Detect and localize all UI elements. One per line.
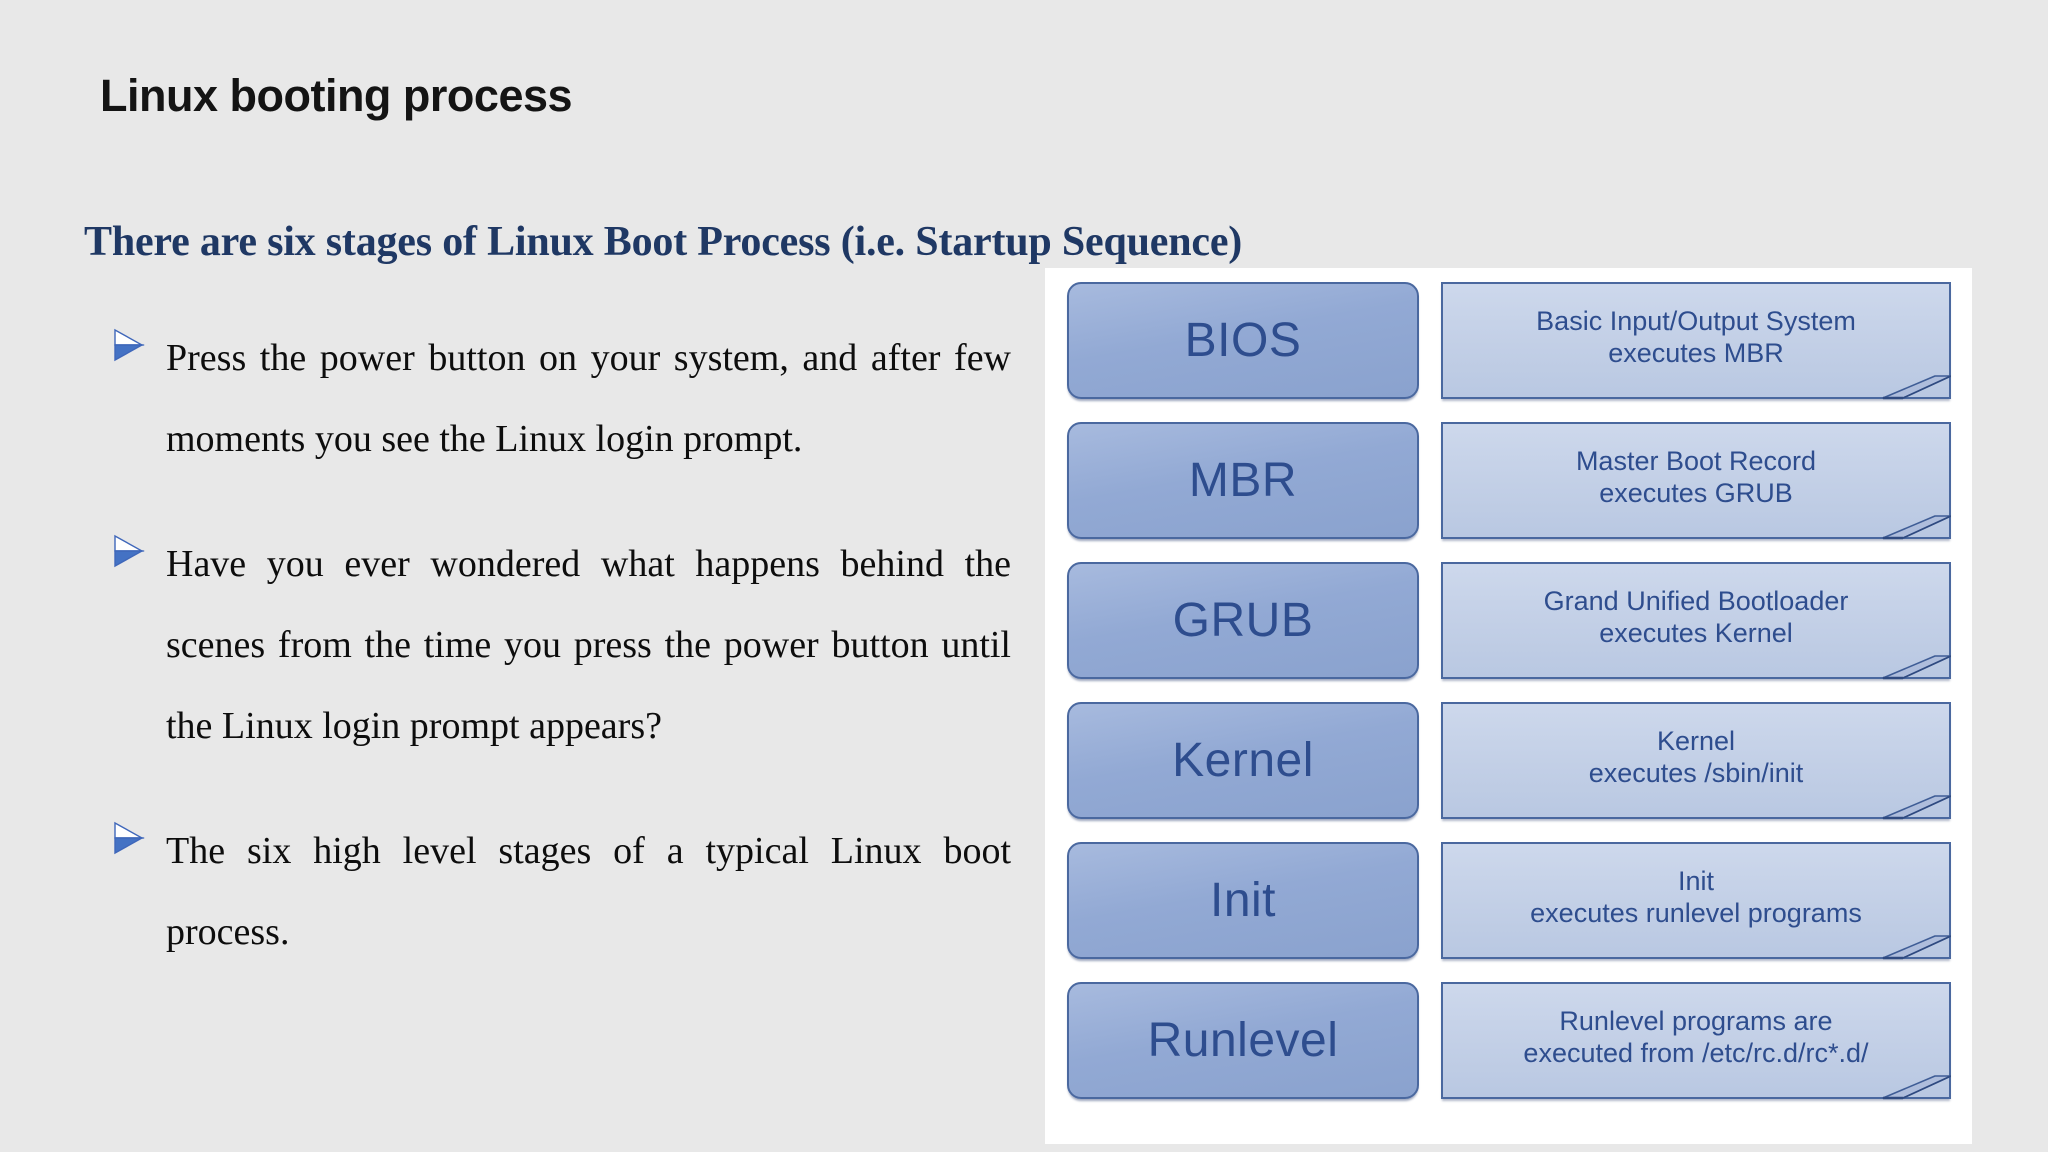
arrow-bullet-icon <box>106 817 148 859</box>
folded-corner-icon <box>1882 655 1951 680</box>
stage-box-mbr: MBR <box>1067 422 1419 539</box>
note-box-bios: Basic Input/Output System executes MBR <box>1441 282 1951 400</box>
note-box-init: Init executes runlevel programs <box>1441 842 1951 960</box>
stage-box-kernel: Kernel <box>1067 702 1419 819</box>
diagram-rows: BIOS Basic Input/Output System executes … <box>1067 282 1951 1122</box>
folded-corner-icon <box>1882 795 1951 820</box>
note-text: Kernel executes /sbin/init <box>1588 725 1804 788</box>
linux-boot-sequence-diagram: BIOS Basic Input/Output System executes … <box>1045 268 1972 1144</box>
note-text: Runlevel programs are executed from /etc… <box>1523 1005 1869 1068</box>
stage-label: MBR <box>1188 453 1298 507</box>
list-item: The six high level stages of a typical L… <box>104 811 1011 973</box>
stage-label: Init <box>1209 873 1277 927</box>
note-text: Init executes runlevel programs <box>1530 865 1862 928</box>
list-item: Press the power button on your system, a… <box>104 318 1011 480</box>
diagram-row-bios: BIOS Basic Input/Output System executes … <box>1067 282 1951 400</box>
list-item-text: The six high level stages of a typical L… <box>166 830 1011 953</box>
diagram-row-kernel: Kernel Kernel executes /sbin/init <box>1067 702 1951 820</box>
diagram-row-runlevel: Runlevel Runlevel programs are executed … <box>1067 982 1951 1100</box>
list-item-text: Have you ever wondered what happens behi… <box>166 543 1011 747</box>
stage-label: BIOS <box>1184 313 1302 367</box>
note-text: Basic Input/Output System executes MBR <box>1536 305 1856 368</box>
note-box-runlevel: Runlevel programs are executed from /etc… <box>1441 982 1951 1100</box>
stage-box-init: Init <box>1067 842 1419 959</box>
stage-label: GRUB <box>1172 593 1314 647</box>
diagram-row-mbr: MBR Master Boot Record executes GRUB <box>1067 422 1951 540</box>
stage-box-grub: GRUB <box>1067 562 1419 679</box>
stage-label: Kernel <box>1172 733 1314 787</box>
folded-corner-icon <box>1882 515 1951 540</box>
note-box-grub: Grand Unified Bootloader executes Kernel <box>1441 562 1951 680</box>
arrow-bullet-icon <box>106 324 148 366</box>
note-text: Grand Unified Bootloader executes Kernel <box>1543 585 1849 648</box>
folded-corner-icon <box>1882 375 1951 400</box>
note-box-mbr: Master Boot Record executes GRUB <box>1441 422 1951 540</box>
slide-subtitle: There are six stages of Linux Boot Proce… <box>84 219 1243 265</box>
arrow-bullet-icon <box>106 530 148 572</box>
list-item-text: Press the power button on your system, a… <box>166 337 1011 460</box>
bullet-list: Press the power button on your system, a… <box>104 318 1011 1017</box>
stage-box-bios: BIOS <box>1067 282 1419 399</box>
note-text: Master Boot Record executes GRUB <box>1575 445 1817 508</box>
diagram-row-init: Init Init executes runlevel programs <box>1067 842 1951 960</box>
folded-corner-icon <box>1882 935 1951 960</box>
list-item: Have you ever wondered what happens behi… <box>104 524 1011 767</box>
diagram-row-grub: GRUB Grand Unified Bootloader executes K… <box>1067 562 1951 680</box>
folded-corner-icon <box>1882 1075 1951 1100</box>
page-title: Linux booting process <box>100 70 573 121</box>
stage-box-runlevel: Runlevel <box>1067 982 1419 1099</box>
stage-label: Runlevel <box>1147 1013 1339 1067</box>
note-box-kernel: Kernel executes /sbin/init <box>1441 702 1951 820</box>
